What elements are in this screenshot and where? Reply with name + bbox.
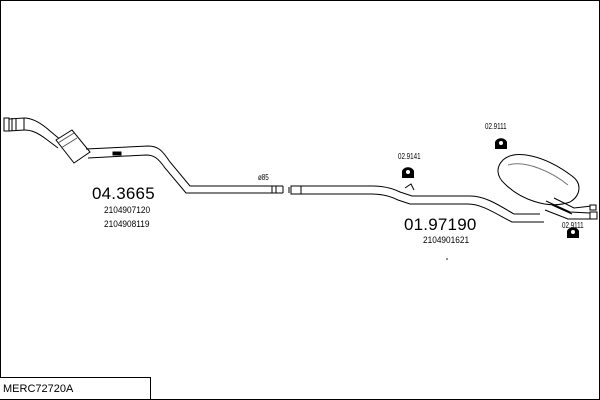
part-number-rear-silencer: 01.97190 bbox=[404, 215, 477, 234]
front-flange bbox=[3, 117, 25, 132]
diagram-code: MERC72720A bbox=[3, 383, 74, 395]
front-converter bbox=[55, 129, 91, 164]
rubber-mount-upper bbox=[495, 138, 507, 149]
rear-silencer bbox=[497, 154, 580, 206]
front-pipe bbox=[23, 117, 63, 149]
part-number-front-silencer: 04.3665 bbox=[92, 184, 155, 203]
mount-label-3: 02.9111 bbox=[562, 221, 584, 230]
rubber-mount bbox=[402, 167, 414, 178]
tailpipes bbox=[544, 197, 593, 220]
mount-label-2: 02.9111 bbox=[485, 122, 507, 131]
oem-ref-2: 2104908119 bbox=[104, 219, 150, 229]
centre-pipe-rear bbox=[301, 185, 544, 223]
diagram-code-box: MERC72720A bbox=[0, 377, 151, 399]
rubber-mount-lower bbox=[567, 227, 579, 238]
clamp-diameter-label: ø85 bbox=[258, 173, 269, 182]
centre-pipe-front bbox=[85, 145, 272, 194]
oem-ref-1: 2104907120 bbox=[104, 205, 151, 215]
oem-ref-3: 2104901621 bbox=[423, 235, 470, 245]
mount-label-1: 02.9141 bbox=[398, 152, 421, 161]
